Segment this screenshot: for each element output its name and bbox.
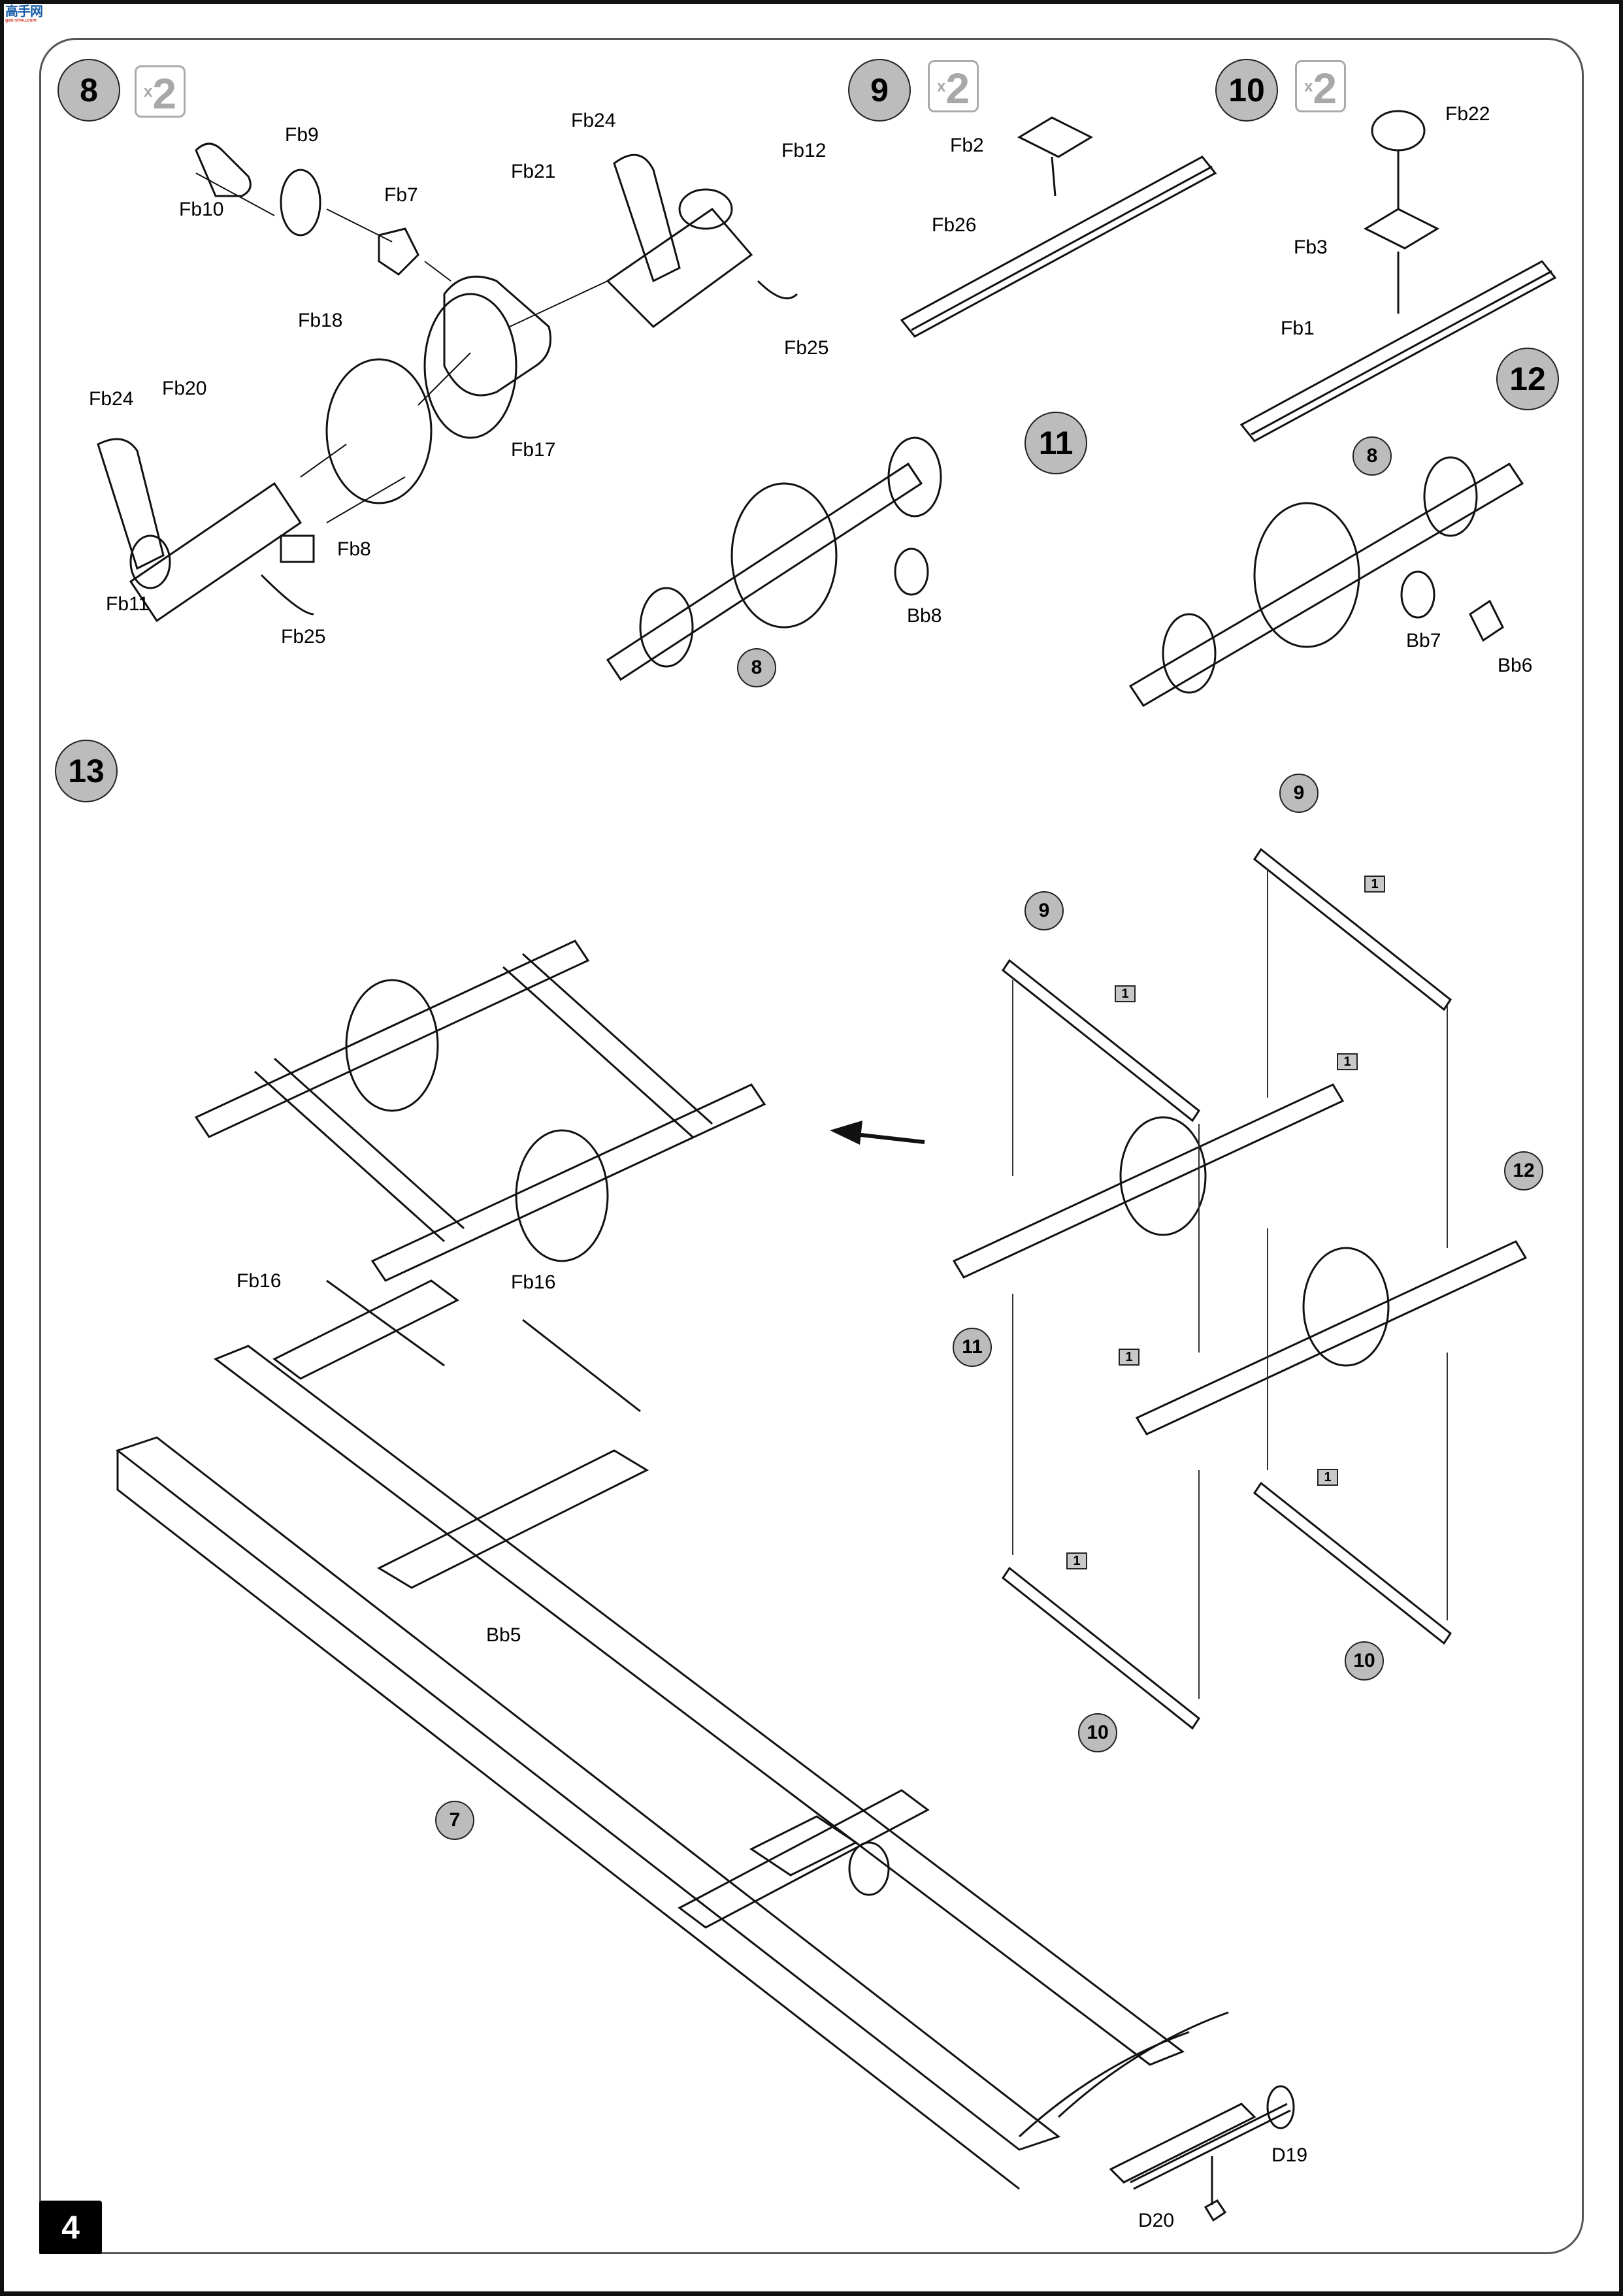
step10-leaf-spring-drawing (1239, 110, 1557, 442)
part-label: Bb8 (907, 605, 942, 627)
watermark-text: 高手网 (5, 5, 43, 19)
subassembly-ref-badge: 12 (1504, 1151, 1543, 1190)
part-label: Fb25 (281, 626, 326, 648)
option-ref-box: 1 (1337, 1053, 1358, 1070)
part-label: Fb18 (298, 310, 343, 331)
part-label: Fb24 (89, 388, 134, 410)
part-label: Fb9 (285, 124, 319, 146)
part-label: Fb24 (571, 110, 616, 131)
multiplier-x: x (1303, 78, 1313, 95)
step12-axle-drawing (1128, 456, 1524, 708)
step-9-badge: 9 (848, 59, 911, 122)
option-ref-box: 1 (1066, 1552, 1087, 1569)
part-label: Bb5 (486, 1624, 521, 1646)
part-label: Fb21 (511, 161, 556, 182)
subassembly-ref-badge: 11 (953, 1328, 992, 1367)
step13-chassis-drawing (115, 1279, 1256, 2190)
multiplier-count: 2 (152, 69, 177, 118)
step8-axle-drawing (97, 142, 798, 623)
part-label: Fb22 (1445, 103, 1490, 125)
direction-arrow (830, 1121, 925, 1145)
multiplier-x: x (143, 83, 153, 101)
part-label: Fb7 (384, 184, 418, 206)
step9-leaf-spring-drawing (900, 116, 1217, 338)
step-10-badge: 10 (1215, 59, 1278, 122)
part-label: Fb8 (337, 538, 371, 560)
step13-suspension-drawing (194, 940, 766, 1413)
watermark-url: gao-shou.com (5, 18, 37, 23)
instruction-frame (39, 38, 1584, 2254)
subassembly-ref-badge: 9 (1279, 774, 1319, 813)
page-number: 4 (39, 2201, 102, 2254)
subassembly-ref-badge: 9 (1025, 891, 1064, 930)
multiplier-count: 2 (945, 64, 970, 112)
part-label: D20 (1138, 2210, 1175, 2231)
part-label: Fb26 (932, 214, 977, 236)
part-label: Fb20 (162, 378, 207, 399)
part-label: Fb11 (106, 593, 150, 615)
subassembly-ref-badge: 8 (1352, 436, 1392, 476)
part-label: Bb7 (1406, 630, 1441, 651)
step-8-badge: 8 (57, 59, 120, 122)
option-ref-box: 1 (1119, 1349, 1139, 1366)
part-label: Bb6 (1498, 655, 1533, 676)
part-label: Fb25 (784, 337, 829, 359)
option-ref-box: 1 (1115, 985, 1136, 1002)
part-label: Fb10 (179, 199, 224, 220)
multiplier-x: x (936, 78, 946, 95)
step-12-badge: 12 (1496, 348, 1559, 410)
step11-axle-drawing (606, 436, 942, 681)
multiplier-count: 2 (1313, 64, 1337, 112)
subassembly-ref-badge: 7 (435, 1801, 474, 1840)
part-label: Fb16 (511, 1271, 556, 1293)
part-label: Fb12 (781, 140, 827, 161)
front-crossmember-drawing (1130, 2085, 1295, 2222)
step-11-badge: 11 (1025, 412, 1087, 474)
subassembly-ref-badge: 10 (1345, 1641, 1384, 1681)
step13-exploded-drawing (952, 847, 1528, 1730)
part-label: Fb3 (1294, 237, 1328, 258)
part-label: Fb17 (511, 439, 556, 461)
part-label: D19 (1271, 2144, 1308, 2166)
part-label: Fb2 (950, 135, 984, 156)
subassembly-ref-badge: 8 (737, 648, 776, 687)
watermark-logo: 高手网 gao-shou.com (5, 5, 46, 26)
part-label: Fb16 (237, 1270, 282, 1292)
step-13-badge: 13 (55, 740, 118, 802)
option-ref-box: 1 (1317, 1469, 1338, 1486)
option-ref-box: 1 (1364, 876, 1385, 893)
subassembly-ref-badge: 10 (1078, 1713, 1117, 1752)
part-label: Fb1 (1281, 318, 1315, 339)
